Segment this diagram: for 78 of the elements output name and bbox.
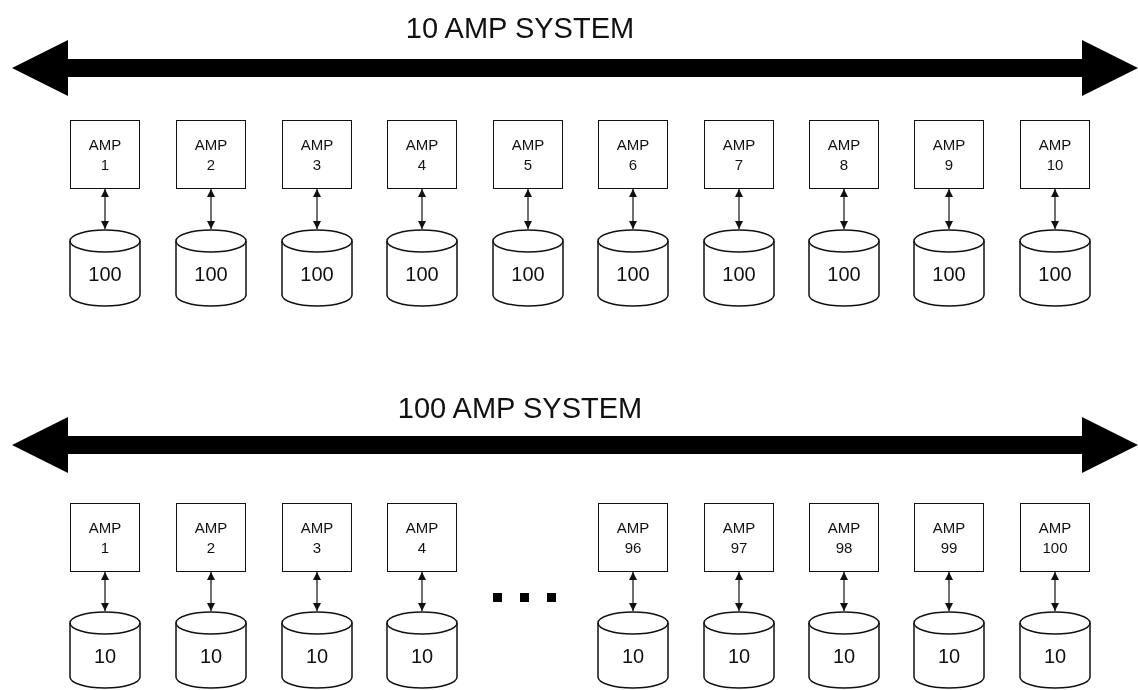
amp-label: AMP 100 [1037,518,1073,557]
amp-box [70,120,140,189]
bidirectional-arrow [840,188,848,230]
disk-capacity: 100 [1037,263,1073,286]
disk-capacity: 10 [831,645,857,668]
amp-box [809,120,879,189]
disk-capacity: 10 [409,645,435,668]
amp-box [914,120,984,189]
amp-label: AMP 3 [299,135,335,174]
amp-label: AMP 99 [931,518,967,557]
disk-capacity: 100 [615,263,651,286]
bidirectional-arrow [101,188,109,230]
disk-capacity: 100 [193,263,229,286]
bidirectional-arrow [945,188,953,230]
disk-capacity: 100 [510,263,546,286]
amp-label: AMP 1 [87,518,123,557]
amp-box [387,503,457,572]
amp-label: AMP 2 [193,518,229,557]
bidirectional-arrow [101,571,109,612]
amp-box [70,503,140,572]
bidirectional-arrow [1051,571,1059,612]
system-heading: 10 AMP SYSTEM [405,14,635,43]
amp-label: AMP 4 [404,518,440,557]
amp-box [387,120,457,189]
amp-box [704,120,774,189]
bidirectional-arrow [945,571,953,612]
amp-box [493,120,563,189]
disk-capacity: 10 [92,645,118,668]
amp-box [176,503,246,572]
disk-capacity: 10 [1042,645,1068,668]
amp-label: AMP 10 [1037,135,1073,174]
amp-box [914,503,984,572]
amp-box [598,120,668,189]
amp-box [809,503,879,572]
bidirectional-arrow [840,571,848,612]
bidirectional-arrow [207,571,215,612]
bidirectional-arrow [418,188,426,230]
amp-box [1020,120,1090,189]
amp-box [1020,503,1090,572]
amp-box [598,503,668,572]
disk-capacity: 100 [299,263,335,286]
disk-capacity: 10 [726,645,752,668]
disk-capacity: 100 [404,263,440,286]
amp-label: AMP 4 [404,135,440,174]
disk-capacity: 100 [826,263,862,286]
amp-label: AMP 7 [721,135,757,174]
bidirectional-arrow [629,188,637,230]
bidirectional-arrow [418,571,426,612]
amp-box [282,120,352,189]
bidirectional-arrow [524,188,532,230]
amp-label: AMP 2 [193,135,229,174]
disk-capacity: 10 [198,645,224,668]
disk-capacity: 100 [931,263,967,286]
amp-label: AMP 97 [721,518,757,557]
amp-label: AMP 5 [510,135,546,174]
disk-capacity: 10 [304,645,330,668]
system-heading: 100 AMP SYSTEM [397,394,643,423]
bidirectional-arrow [735,188,743,230]
disk-capacity: 10 [620,645,646,668]
amp-label: AMP 6 [615,135,651,174]
bidirectional-arrow [207,188,215,230]
amp-box [282,503,352,572]
amp-box [176,120,246,189]
disk-capacity: 100 [721,263,757,286]
amp-label: AMP 3 [299,518,335,557]
amp-label: AMP 8 [826,135,862,174]
disk-capacity: 100 [87,263,123,286]
bidirectional-arrow [1051,188,1059,230]
amp-label: AMP 98 [826,518,862,557]
bidirectional-arrow [313,188,321,230]
amp-label: AMP 1 [87,135,123,174]
bidirectional-arrow [629,571,637,612]
bidirectional-arrow [735,571,743,612]
amp-box [704,503,774,572]
disk-capacity: 10 [936,645,962,668]
amp-label: AMP 9 [931,135,967,174]
amp-label: AMP 96 [615,518,651,557]
bidirectional-arrow [313,571,321,612]
